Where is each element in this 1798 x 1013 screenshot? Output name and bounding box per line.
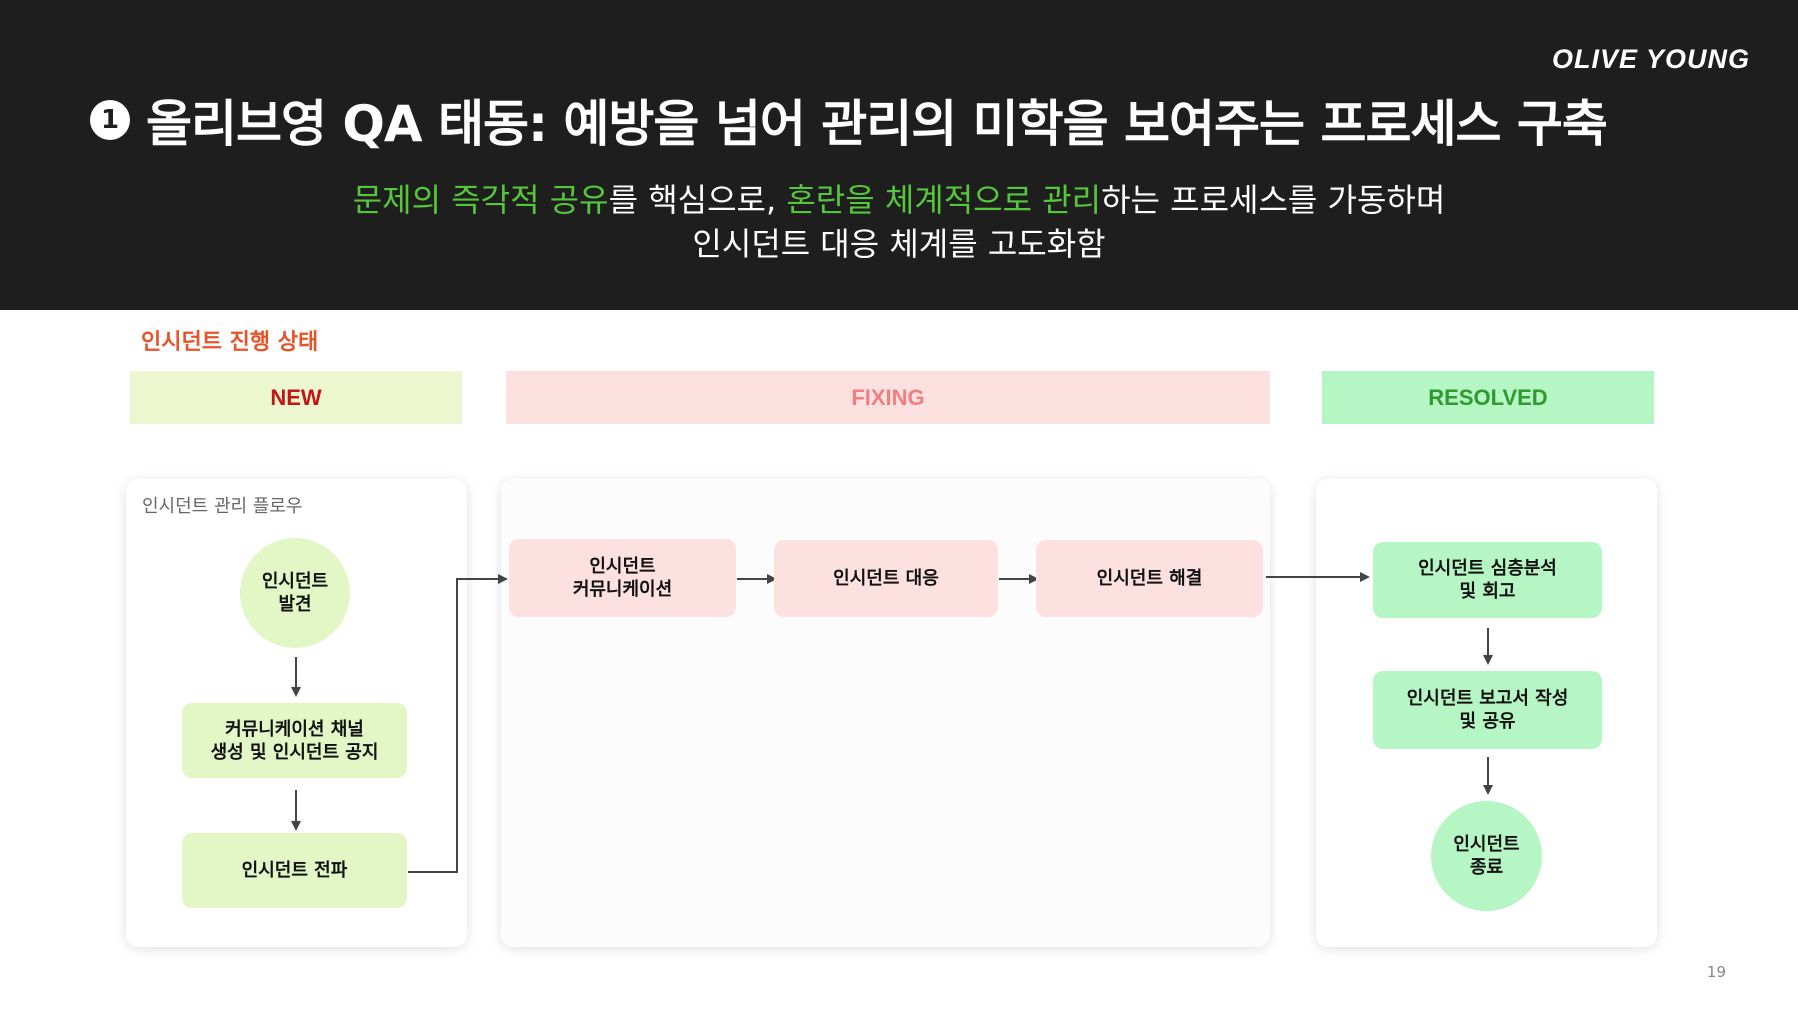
node-incident-propagation: 인시던트 전파 [182,833,407,908]
node-report-sharing-line1: 인시던트 보고서 작성 [1406,688,1569,709]
subtitle-highlight-2: 혼란을 체계적으로 관리 [786,181,1102,219]
subtitle-line-2: 인시던트 대응 체계를 고도화함 [692,225,1106,263]
node-incident-discovery-line1: 인시던트 [261,571,329,592]
node-incident-resolution-line1: 인시던트 해결 [1096,568,1203,589]
subtitle: 문제의 즉각적 공유를 핵심으로, 혼란을 체계적으로 관리하는 프로세스를 가… [0,178,1798,266]
subtitle-highlight-1: 문제의 즉각적 공유 [352,181,609,219]
node-incident-close-line2: 종료 [1469,857,1504,878]
node-incident-communication-line1: 인시던트 [589,556,656,577]
node-report-sharing-line2: 및 공유 [1459,711,1516,732]
subtitle-text-2: 하는 프로세스를 가동하며 [1101,181,1446,219]
subtitle-text-1: 를 핵심으로, [608,181,787,219]
node-channel-creation-line1: 커뮤니케이션 채널 [225,718,364,740]
page-number: 19 [1706,963,1726,981]
node-incident-close-line1: 인시던트 [1453,834,1520,855]
stage-fixing: FIXING [506,371,1270,424]
node-incident-response: 인시던트 대응 [774,540,998,617]
node-incident-response-line1: 인시던트 대응 [833,568,939,589]
status-section-title: 인시던트 진행 상태 [141,330,319,355]
flow-label: 인시던트 관리 플로우 [142,496,303,517]
node-channel-creation-line2: 생성 및 인시던트 공지 [210,741,379,763]
node-incident-communication-line2: 커뮤니케이션 [572,579,673,600]
stage-resolved: RESOLVED [1322,371,1654,424]
header-band: OLIVE YOUNG 1 올리브영 QA 태동: 예방을 넘어 관리의 미학을… [0,0,1798,310]
brand-logo: OLIVE YOUNG [1551,44,1750,74]
node-incident-discovery-line2: 발견 [278,594,312,615]
stage-new: NEW [130,371,462,424]
title-row: 1 올리브영 QA 태동: 예방을 넘어 관리의 미학을 보여주는 프로세스 구… [90,84,1608,156]
node-deep-analysis-line1: 인시던트 심층분석 [1418,558,1557,579]
subtitle-line-1: 문제의 즉각적 공유를 핵심으로, 혼란을 체계적으로 관리하는 프로세스를 가… [0,178,1798,222]
node-deep-analysis-line2: 및 회고 [1459,581,1516,602]
node-incident-resolution: 인시던트 해결 [1036,540,1263,617]
node-incident-propagation-line1: 인시던트 전파 [241,860,348,881]
page-title: 올리브영 QA 태동: 예방을 넘어 관리의 미학을 보여주는 프로세스 구축 [146,95,1608,153]
section-number-badge: 1 [90,100,130,140]
